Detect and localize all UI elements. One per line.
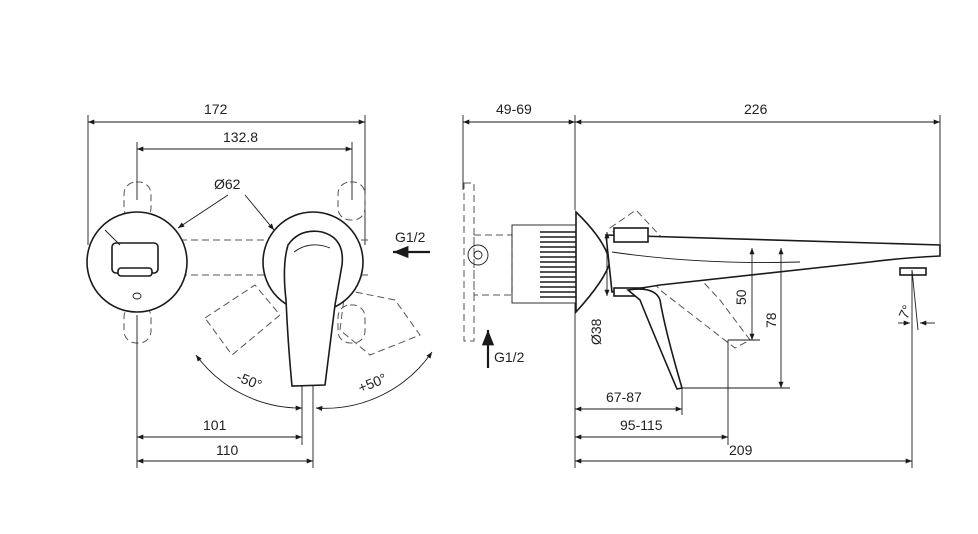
dim-label-diameter-38: Ø38 bbox=[588, 318, 604, 345]
dim-label-67-87: 67-87 bbox=[606, 389, 642, 405]
aerator bbox=[899, 267, 927, 276]
dim-label-209: 209 bbox=[729, 442, 753, 458]
dim-label-angle-left: -50° bbox=[234, 368, 264, 393]
dim-label-110: 110 bbox=[216, 442, 239, 458]
dim-label-angle-right: +50° bbox=[356, 370, 389, 396]
dim-label-inlet-bottom: G1/2 bbox=[494, 349, 525, 365]
angle-arc-right bbox=[315, 351, 433, 411]
dim-label-226: 226 bbox=[744, 101, 768, 117]
spout bbox=[605, 234, 941, 293]
leader-62-right bbox=[244, 194, 275, 231]
side-view: 49-69 226 G1/2 Ø38 50 78 7° 67-87 95-115… bbox=[462, 101, 941, 468]
dim-label-49-69: 49-69 bbox=[496, 101, 532, 117]
dim-label-78: 78 bbox=[763, 312, 779, 328]
dim-label-95-115: 95-115 bbox=[620, 417, 663, 433]
dim-label-101: 101 bbox=[203, 417, 227, 433]
handle-front bbox=[283, 230, 344, 387]
leader-62-left bbox=[177, 194, 229, 229]
dim-label-172: 172 bbox=[204, 101, 228, 117]
dim-label-angle-7: 7° bbox=[895, 302, 915, 321]
dim-label-diameter-62: Ø62 bbox=[214, 176, 241, 192]
dim-label-50: 50 bbox=[733, 289, 749, 305]
side-rosette bbox=[575, 210, 611, 315]
handle-side bbox=[626, 288, 684, 390]
angle-arc-left bbox=[195, 354, 303, 411]
dim-label-132-8: 132.8 bbox=[223, 129, 258, 145]
thread-lines bbox=[540, 231, 576, 298]
front-view: 172 132.8 Ø62 G1/2 -50° +50° 101 110 bbox=[86, 101, 433, 468]
dim-label-inlet-side: G1/2 bbox=[395, 229, 426, 245]
